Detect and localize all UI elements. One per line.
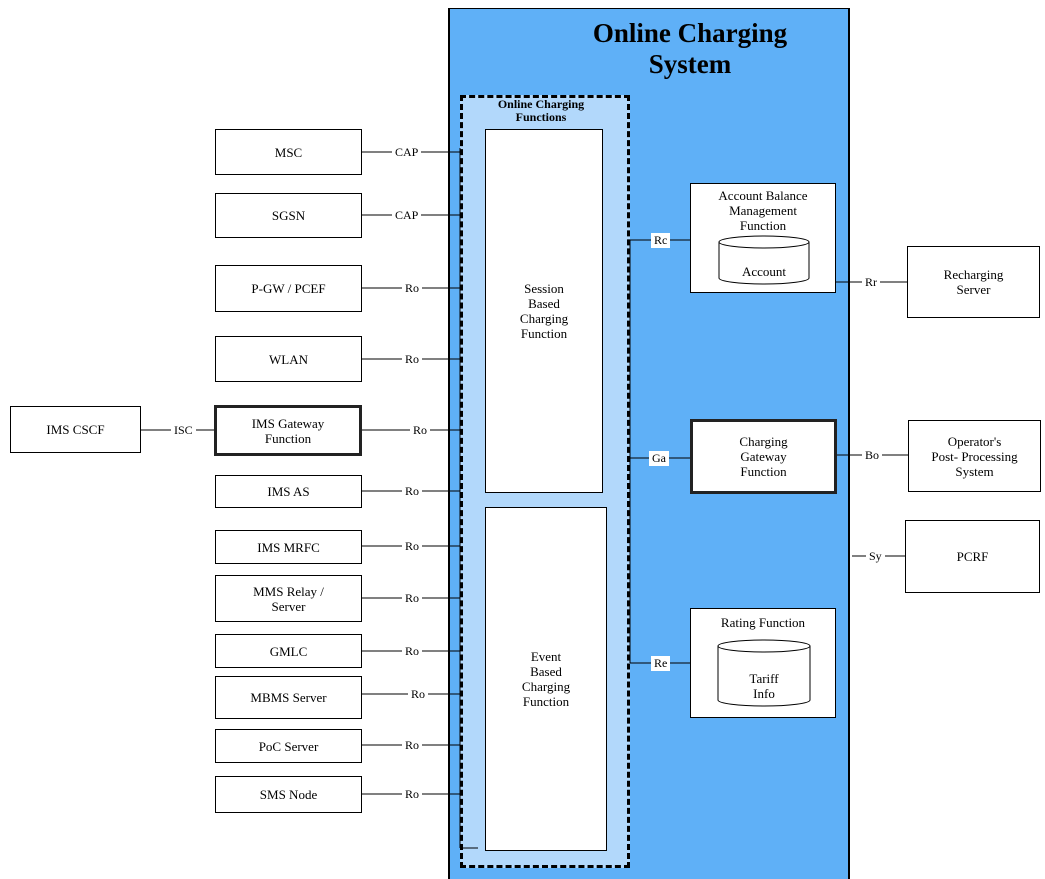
- interface-label-pgw: Ro: [402, 281, 423, 296]
- interface-label-wlan: Ro: [402, 352, 423, 367]
- mms-relay-server-node: MMS Relay / Server: [215, 575, 362, 622]
- interface-label-rr: Rr: [862, 275, 880, 290]
- operators-post-processing-system-node: Operator's Post- Processing System: [908, 420, 1041, 492]
- pcrf-node: PCRF: [905, 520, 1040, 593]
- tariff-database-icon: [717, 639, 811, 707]
- sgsn-node: SGSN: [215, 193, 362, 238]
- gmlc-node: GMLC: [215, 634, 362, 668]
- interface-label-sms: Ro: [402, 787, 423, 802]
- interface-label-sgsn: CAP: [392, 208, 422, 223]
- session-based-charging-function: Session Based Charging Function: [485, 129, 603, 493]
- ims-as-node: IMS AS: [215, 475, 362, 508]
- charging-gateway-function: Charging Gateway Function: [690, 419, 837, 494]
- interface-label-ims-gw: Ro: [410, 423, 431, 438]
- interface-label-rc: Rc: [651, 233, 671, 248]
- pgw-pcef-node: P-GW / PCEF: [215, 265, 362, 312]
- poc-server-node: PoC Server: [215, 729, 362, 763]
- interface-label-isc: ISC: [171, 423, 196, 438]
- interface-label-bo: Bo: [862, 448, 883, 463]
- abmf-title: Account Balance Management Function: [718, 188, 808, 233]
- ims-mrfc-node: IMS MRFC: [215, 530, 362, 564]
- msc-node: MSC: [215, 129, 362, 175]
- mbms-server-node: MBMS Server: [215, 676, 362, 719]
- tariff-db-label: Tariff Info: [749, 671, 779, 701]
- interface-label-mms: Ro: [402, 591, 423, 606]
- account-db-label: Account: [741, 264, 787, 279]
- ocf-title: Online Charging Functions: [497, 97, 585, 124]
- interface-label-ims-mrfc: Ro: [402, 539, 423, 554]
- interface-label-mbms: Ro: [408, 687, 429, 702]
- interface-label-ims-as: Ro: [402, 484, 423, 499]
- interface-label-ga: Ga: [649, 451, 669, 466]
- ims-gateway-function-node: IMS Gateway Function: [214, 405, 362, 456]
- interface-label-poc: Ro: [402, 738, 423, 753]
- sms-node: SMS Node: [215, 776, 362, 813]
- ims-cscf-node: IMS CSCF: [10, 406, 141, 453]
- recharging-server-node: Recharging Server: [907, 246, 1040, 318]
- rating-title: Rating Function: [720, 615, 806, 630]
- interface-label-gmlc: Ro: [402, 644, 423, 659]
- account-database-icon: [718, 235, 810, 285]
- ocs-title: Online Charging System: [592, 18, 788, 79]
- interface-label-re: Re: [651, 656, 671, 671]
- interface-label-sy: Sy: [866, 549, 885, 564]
- interface-label-msc: CAP: [392, 145, 422, 160]
- event-based-charging-function: Event Based Charging Function: [485, 507, 607, 851]
- wlan-node: WLAN: [215, 336, 362, 382]
